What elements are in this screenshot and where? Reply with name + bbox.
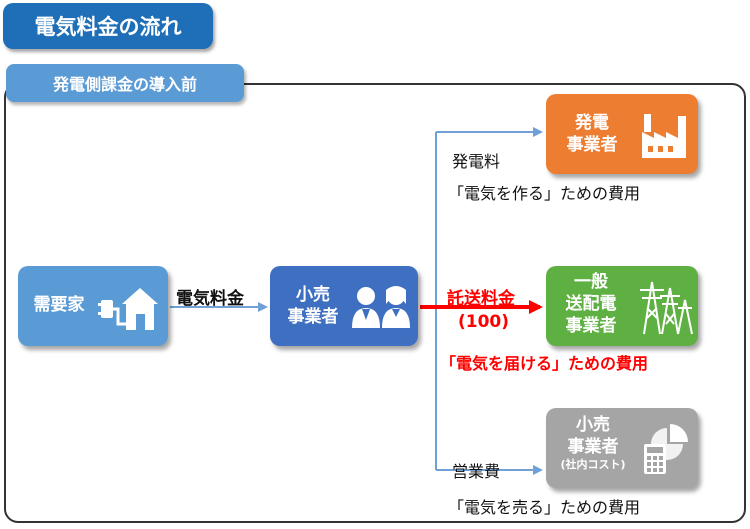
wheeling-fee-label: 託送料金: [447, 289, 515, 309]
section-label: 発電側課金の導入前: [6, 64, 244, 102]
customer-box: 需要家: [18, 266, 168, 346]
sales-note: 「電気を売る」ための費用: [448, 498, 641, 517]
sales-fee-label: 営業費: [452, 462, 501, 481]
two-people-icon: [352, 286, 410, 328]
calculator-pie-icon: [644, 424, 688, 474]
retailer-internal-cost-box: 小売 事業者 (社内コスト): [546, 408, 698, 488]
page-title: 電気料金の流れ: [3, 3, 213, 49]
retailer-internal-cost-label: 小売 事業者 (社内コスト): [560, 415, 626, 472]
retailer-label: 小売 事業者: [287, 285, 339, 328]
generation-note: 「電気を作る」ための費用: [448, 184, 641, 203]
electricity-fee-label: 電気料金: [176, 289, 244, 309]
factory-icon: [642, 114, 686, 158]
retailer-box: 小売 事業者: [270, 266, 418, 346]
grid-operator-label: 一般 送配電 事業者: [565, 272, 617, 337]
wheeling-fee-value: (100): [458, 312, 510, 332]
customer-label: 需要家: [33, 295, 85, 315]
plug-house-icon: [98, 288, 158, 330]
generator-label: 発電 事業者: [566, 113, 618, 156]
generator-box: 発電 事業者: [546, 94, 698, 174]
generation-fee-label: 発電料: [452, 152, 501, 171]
wheeling-note: 「電気を届ける」ための費用: [440, 354, 649, 373]
power-tower-icon: [640, 281, 693, 335]
grid-operator-box: 一般 送配電 事業者: [546, 266, 698, 346]
